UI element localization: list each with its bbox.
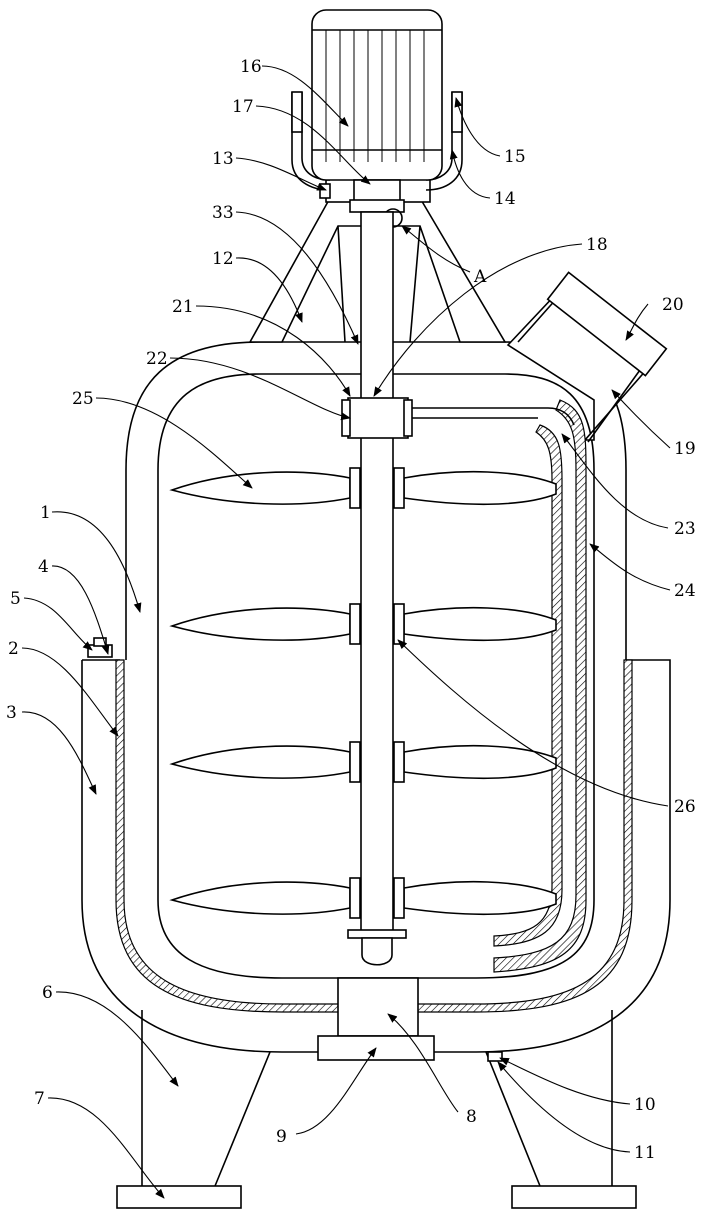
drain-valve [488, 1052, 502, 1061]
label-19: 19 [674, 439, 696, 459]
label-24: 24 [674, 581, 696, 601]
label-4: 4 [38, 557, 49, 577]
label-1: 1 [40, 503, 51, 523]
label-26: 26 [674, 797, 696, 817]
motor [312, 10, 442, 180]
label-21: 21 [172, 297, 194, 317]
label-13: 13 [212, 149, 234, 169]
label-14: 14 [494, 189, 516, 209]
label-23: 23 [674, 519, 696, 539]
label-5: 5 [10, 589, 21, 609]
label-2: 2 [8, 639, 19, 659]
label-7: 7 [34, 1089, 45, 1109]
label-17: 17 [232, 97, 254, 117]
label-12: 12 [212, 249, 234, 269]
bracket-bolt [320, 184, 330, 198]
label-A: A [473, 267, 487, 287]
bottom-outlet [338, 978, 418, 1036]
shaft-sleeve [348, 398, 408, 438]
shaft-end [362, 938, 392, 965]
label-16: 16 [240, 57, 262, 77]
label-8: 8 [466, 1107, 477, 1127]
label-6: 6 [42, 983, 53, 1003]
label-20: 20 [662, 295, 684, 315]
motor-output-shaft [354, 180, 400, 202]
label-3: 3 [6, 703, 17, 723]
stirring-shaft [361, 212, 393, 934]
label-18: 18 [586, 235, 608, 255]
left-foot [117, 1186, 241, 1208]
label-22: 22 [146, 349, 168, 369]
label-9: 9 [276, 1127, 287, 1147]
label-11: 11 [634, 1143, 656, 1163]
label-10: 10 [634, 1095, 656, 1115]
label-15: 15 [504, 147, 526, 167]
feed-port [508, 272, 666, 442]
right-foot [512, 1186, 636, 1208]
label-33: 33 [212, 203, 234, 223]
label-25: 25 [72, 389, 94, 409]
